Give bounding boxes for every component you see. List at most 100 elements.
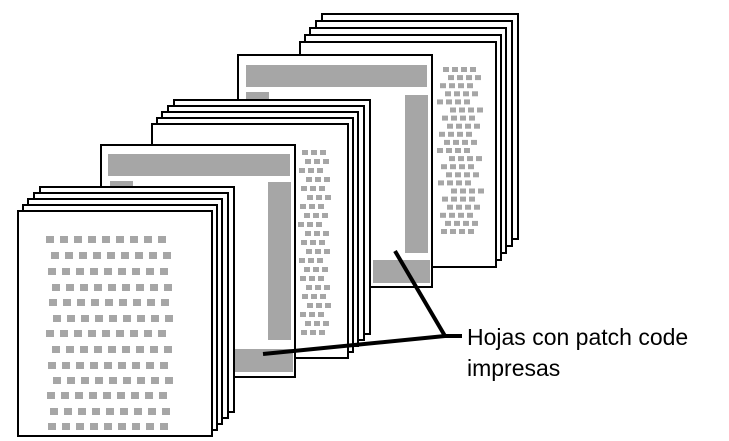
text-dot bbox=[441, 164, 447, 170]
text-dot bbox=[123, 315, 131, 322]
text-dot bbox=[147, 299, 155, 306]
text-dot bbox=[102, 330, 110, 337]
text-dot bbox=[298, 222, 304, 227]
text-dot bbox=[67, 315, 75, 322]
text-dot bbox=[145, 392, 153, 399]
text-dot bbox=[61, 392, 69, 399]
text-dot bbox=[318, 204, 324, 209]
leader-line-lower bbox=[262, 334, 446, 356]
text-dot bbox=[305, 159, 311, 164]
text-dot bbox=[108, 346, 116, 353]
text-dot bbox=[116, 236, 124, 243]
text-dot bbox=[465, 123, 471, 129]
text-dot bbox=[104, 423, 112, 430]
text-dot bbox=[300, 276, 306, 281]
text-dot bbox=[158, 330, 166, 337]
text-dot bbox=[306, 177, 312, 182]
text-dot bbox=[161, 299, 169, 306]
text-dot bbox=[308, 168, 314, 173]
text-dot bbox=[322, 267, 328, 272]
text-dot bbox=[458, 83, 464, 89]
front-sheet bbox=[17, 210, 213, 437]
text-dot bbox=[437, 99, 443, 105]
text-dot bbox=[449, 83, 455, 89]
text-dot bbox=[317, 258, 323, 263]
text-dot bbox=[457, 75, 463, 81]
text-dot bbox=[48, 268, 56, 275]
text-dot bbox=[310, 330, 316, 335]
text-dot bbox=[95, 315, 103, 322]
text-dot bbox=[455, 148, 461, 153]
text-dot bbox=[66, 346, 74, 353]
text-dot bbox=[160, 423, 168, 430]
text-dot bbox=[301, 240, 307, 245]
text-dot bbox=[104, 362, 112, 369]
text-dot bbox=[309, 204, 315, 209]
text-dot bbox=[94, 346, 102, 353]
text-dot bbox=[319, 186, 325, 191]
text-dot bbox=[130, 236, 138, 243]
text-dot bbox=[137, 377, 145, 384]
text-dot bbox=[450, 107, 456, 113]
text-dot bbox=[120, 408, 128, 415]
patch-code-mark bbox=[110, 181, 133, 189]
text-dot bbox=[315, 285, 321, 290]
text-dot bbox=[148, 408, 156, 415]
text-dot bbox=[309, 276, 315, 281]
text-dot bbox=[320, 150, 326, 155]
text-dot bbox=[46, 330, 54, 337]
text-dot bbox=[76, 423, 84, 430]
callout-label: Hojas con patch code impresas bbox=[467, 322, 729, 384]
front-sheet-stack bbox=[17, 186, 235, 437]
text-dot bbox=[472, 91, 478, 97]
patch-code-bar-side bbox=[405, 95, 428, 253]
text-dot bbox=[316, 303, 322, 308]
text-dot bbox=[311, 150, 317, 155]
text-dot bbox=[319, 330, 325, 335]
text-dot bbox=[456, 180, 462, 186]
text-dot bbox=[459, 164, 465, 170]
text-dot bbox=[305, 231, 311, 236]
text-dot bbox=[62, 362, 70, 369]
text-dot bbox=[122, 346, 130, 353]
text-dot bbox=[78, 408, 86, 415]
text-dot bbox=[456, 123, 462, 129]
text-dot bbox=[323, 159, 329, 164]
text-dot bbox=[134, 408, 142, 415]
patch-code-bar-side bbox=[268, 182, 291, 340]
text-dot bbox=[67, 377, 75, 384]
text-dot bbox=[62, 423, 70, 430]
text-dot bbox=[311, 294, 317, 299]
text-dot bbox=[322, 213, 328, 218]
text-dot bbox=[164, 284, 172, 291]
text-dot bbox=[324, 177, 330, 182]
text-dot bbox=[50, 408, 58, 415]
text-dot bbox=[306, 285, 312, 290]
text-dot bbox=[477, 107, 483, 113]
text-dot bbox=[456, 204, 462, 210]
text-dot bbox=[446, 172, 452, 178]
patch-code-bar-bottom bbox=[232, 349, 293, 372]
text-dot bbox=[474, 123, 480, 129]
text-dot bbox=[102, 236, 110, 243]
text-dot bbox=[48, 362, 56, 369]
text-dot bbox=[91, 299, 99, 306]
text-dot bbox=[460, 196, 466, 202]
text-dot bbox=[469, 196, 475, 202]
text-dot bbox=[164, 346, 172, 353]
text-dot bbox=[451, 115, 457, 121]
text-dot bbox=[467, 212, 473, 218]
text-dot bbox=[307, 222, 313, 227]
text-dot bbox=[470, 67, 476, 72]
text-dot bbox=[478, 188, 484, 194]
text-dot bbox=[308, 258, 314, 263]
text-dot bbox=[160, 268, 168, 275]
text-dot bbox=[441, 229, 447, 234]
text-dot bbox=[471, 139, 477, 145]
text-dot bbox=[466, 75, 472, 81]
patch-code-bar-top bbox=[246, 65, 427, 87]
text-dot bbox=[462, 139, 468, 145]
text-dot bbox=[444, 139, 450, 145]
text-dot bbox=[445, 220, 451, 226]
